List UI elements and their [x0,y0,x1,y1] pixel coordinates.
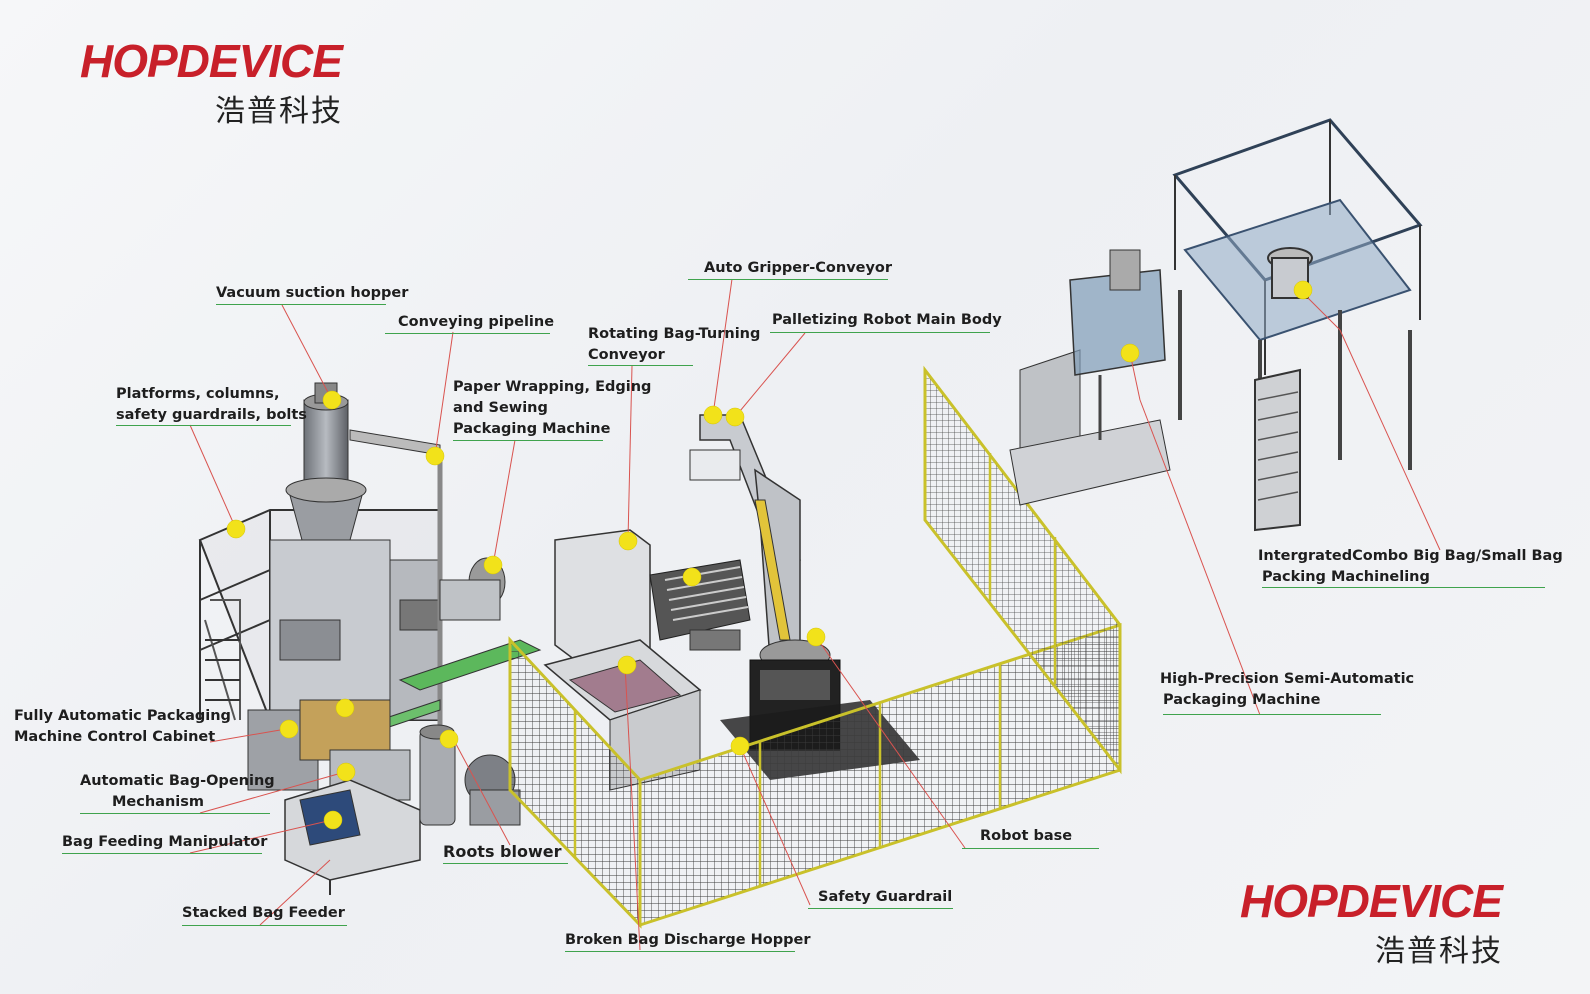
marker-roots-blower [439,729,459,749]
marker-palletizing-robot [725,407,745,427]
callout-markers [226,280,1313,830]
marker-auto-gripper [703,405,723,425]
marker-vacuum-hopper [322,390,342,410]
marker-platforms [226,519,246,539]
marker-combo-big-bag [1293,280,1313,300]
label-underline [116,425,291,426]
label-vacuum-suction-hopper: Vacuum suction hopper [216,285,409,301]
label-roots-blower: Roots blower [443,842,562,861]
company-logo-bottom: HOPDEVICE 浩普科技 [1240,878,1503,970]
label-paper-wrapping-line1: Paper Wrapping, Edging [453,379,652,395]
broken-bag-hopper [543,639,702,791]
safety-fence [508,365,1122,929]
label-underline [453,440,603,441]
label-underline [216,304,386,305]
label-underline [962,848,1099,849]
label-platforms-line1: Platforms, columns, [116,386,280,402]
marker-semi-auto [1120,343,1140,363]
label-underline [62,853,262,854]
label-paper-wrapping-line2: and Sewing [453,400,548,416]
label-control-cabinet-line1: Fully Automatic Packaging [14,708,231,724]
label-platforms-line2: safety guardrails, bolts [116,407,307,423]
label-rotating-conveyor-line1: Rotating Bag-Turning [588,326,761,342]
label-palletizing-robot: Palletizing Robot Main Body [772,312,1002,328]
label-combo-big-bag-line1: IntergratedCombo Big Bag/Small Bag [1258,548,1563,564]
paper-wrapping-machine [379,557,542,731]
label-underline [565,951,795,952]
company-logo-top: HOPDEVICE 浩普科技 [80,38,343,130]
combo-big-bag-machine [1172,118,1423,532]
rotating-conveyor [554,529,751,661]
label-broken-bag-hopper: Broken Bag Discharge Hopper [565,932,811,948]
label-high-precision-line2: Packaging Machine [1163,692,1321,708]
label-stacked-bag-feeder: Stacked Bag Feeder [182,905,345,921]
label-bag-opening-line2: Mechanism [112,794,204,810]
label-underline [808,908,953,909]
semi-auto-packaging-machine [1009,249,1171,506]
label-underline [1163,714,1381,715]
logo-chinese-name: 浩普科技 [215,94,343,129]
label-underline [182,925,347,926]
marker-bag-feeding [323,810,343,830]
label-underline [80,813,270,814]
label-underline [1262,587,1545,588]
label-auto-gripper-conveyor: Auto Gripper-Conveyor [704,260,893,276]
label-combo-big-bag-line2: Packing Machineling [1262,569,1430,585]
label-robot-base: Robot base [980,828,1073,844]
label-underline [385,333,550,334]
marker-control-cabinet-1 [335,698,355,718]
marker-rotating-conveyor [618,531,638,551]
marker-safety-guardrail [730,736,750,756]
marker-bag-opening [336,762,356,782]
label-safety-guardrail: Safety Guardrail [818,889,953,905]
marker-broken-bag [617,655,637,675]
logo-chinese-name: 浩普科技 [1375,934,1503,969]
logo-wordmark: HOPDEVICE [1240,875,1503,927]
roots-blower [419,724,521,826]
logo-wordmark: HOPDEVICE [80,35,343,87]
marker-robot-base [806,627,826,647]
label-underline [688,279,888,280]
marker-conveyor-rollers [682,567,702,587]
label-underline [770,332,990,333]
marker-paper-wrapping [483,555,503,575]
label-underline [443,863,568,864]
label-underline [588,365,693,366]
label-bag-feeding-manipulator: Bag Feeding Manipulator [62,834,268,850]
label-paper-wrapping-line3: Packaging Machine [453,421,611,437]
label-control-cabinet-line2: Machine Control Cabinet [14,729,216,745]
label-rotating-conveyor-line2: Conveyor [588,347,665,363]
label-conveying-pipeline: Conveying pipeline [398,314,555,330]
vacuum-hopper-body [269,382,441,721]
label-bag-opening-line1: Automatic Bag-Opening [80,773,275,789]
marker-conveying-pipeline [425,446,445,466]
marker-control-cabinet-2 [279,719,299,739]
label-high-precision-line1: High-Precision Semi-Automatic [1160,671,1415,687]
